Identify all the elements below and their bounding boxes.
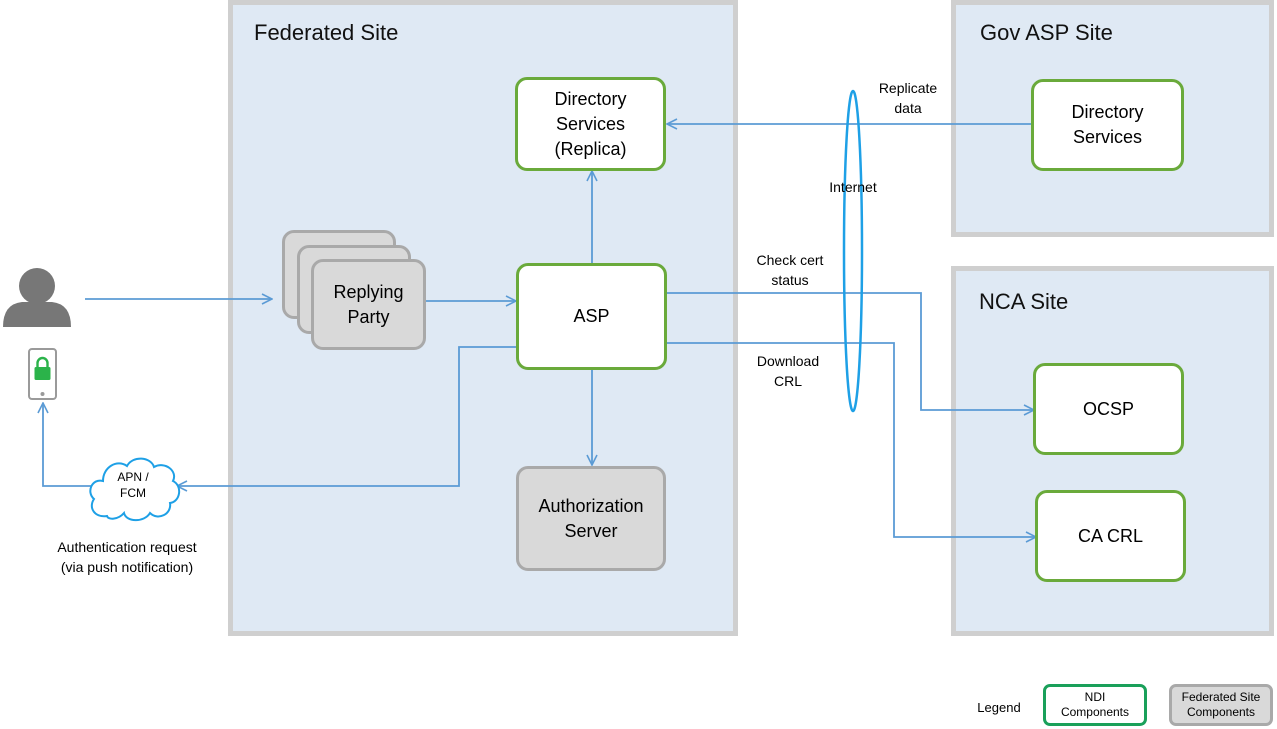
arrow-asp-to-crl (667, 342, 1036, 537)
phone-lock-icon (28, 348, 57, 400)
authorization-server: Authorization Server (516, 466, 666, 571)
user-icon (3, 268, 71, 327)
internet-label: Internet (829, 179, 877, 195)
asp: ASP (516, 263, 667, 370)
check-cert-status-label: Check cert status (756, 252, 824, 288)
legend-ndi: NDI Components (1043, 684, 1147, 726)
auth-request-label: Authentication request (via push notific… (57, 539, 197, 575)
federated-site-title: Federated Site (254, 20, 399, 45)
apn-fcm-label: APN / FCM (117, 470, 149, 500)
nca-site-title: NCA Site (979, 289, 1069, 314)
directory-services-gov: Directory Services (1031, 79, 1184, 171)
legend-title: Legend (977, 700, 1021, 715)
arrow-asp-to-ocsp (667, 292, 1034, 410)
cloud-icon (89, 457, 181, 522)
arrow-apn-to-phone (43, 403, 96, 487)
directory-services-replica: Directory Services (Replica) (515, 77, 666, 171)
ocsp: OCSP (1033, 363, 1184, 455)
legend-federated: Federated Site Components (1169, 684, 1273, 726)
ca-crl: CA CRL (1035, 490, 1186, 582)
arrow-asp-to-apn (177, 346, 517, 486)
replicate-data-label: Replicate data (878, 80, 938, 116)
gov-asp-site-title: Gov ASP Site (980, 20, 1113, 45)
internet-ellipse (842, 89, 864, 413)
replying-party: Replying Party (311, 259, 426, 350)
download-crl-label: Download CRL (756, 353, 820, 389)
